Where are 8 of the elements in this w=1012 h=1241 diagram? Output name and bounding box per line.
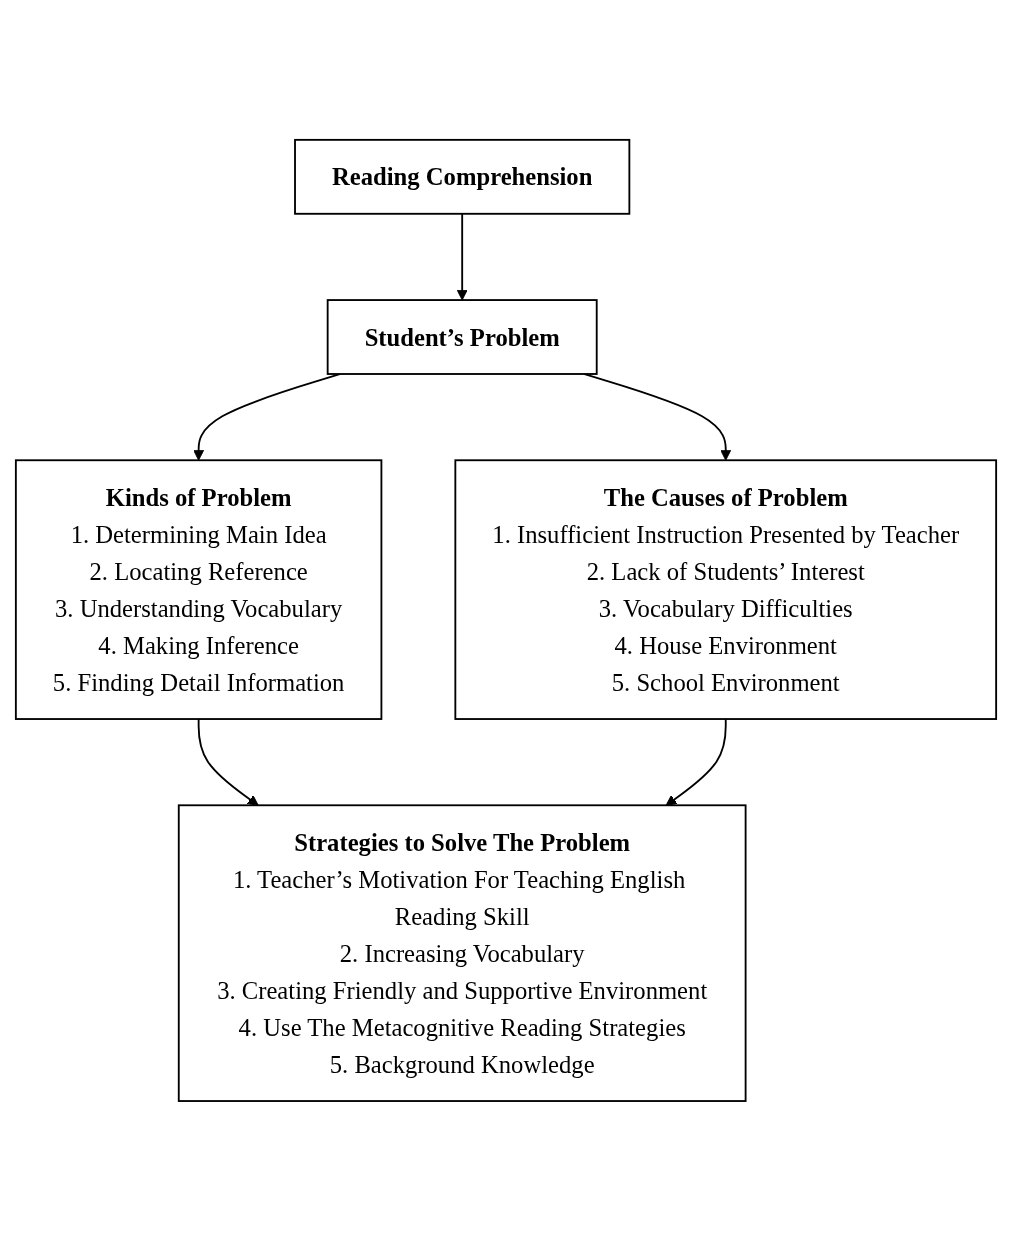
node-box: Strategies to Solve The Problem 1. Teacher’s Motivation For Teaching English Reading Skill 2. Increasing Vocabulary 3. Creating Friendly and Supportive Environment 4. Use The Metacognitive Reading Strategies 5. Background Knowledge	[177, 804, 747, 1102]
arrow	[456, 212, 468, 301]
node-box: Reading Comprehension	[294, 139, 631, 215]
arrow	[665, 718, 727, 806]
node-box: The Causes of Problem 1. Insufficient Instruction Presented by Teacher 2. Lack of Students’ Interest 3. Vocabulary Difficulties 4. House Environment 5. School Environment	[454, 459, 998, 720]
arrow	[197, 718, 259, 806]
node-box: Kinds of Problem 1. Determining Main Idea 2. Locating Reference 3. Understanding Vocabulary 4. Making Inference 5. Finding Detail Information	[14, 459, 383, 720]
node-box: Student’s Problem	[326, 299, 598, 375]
